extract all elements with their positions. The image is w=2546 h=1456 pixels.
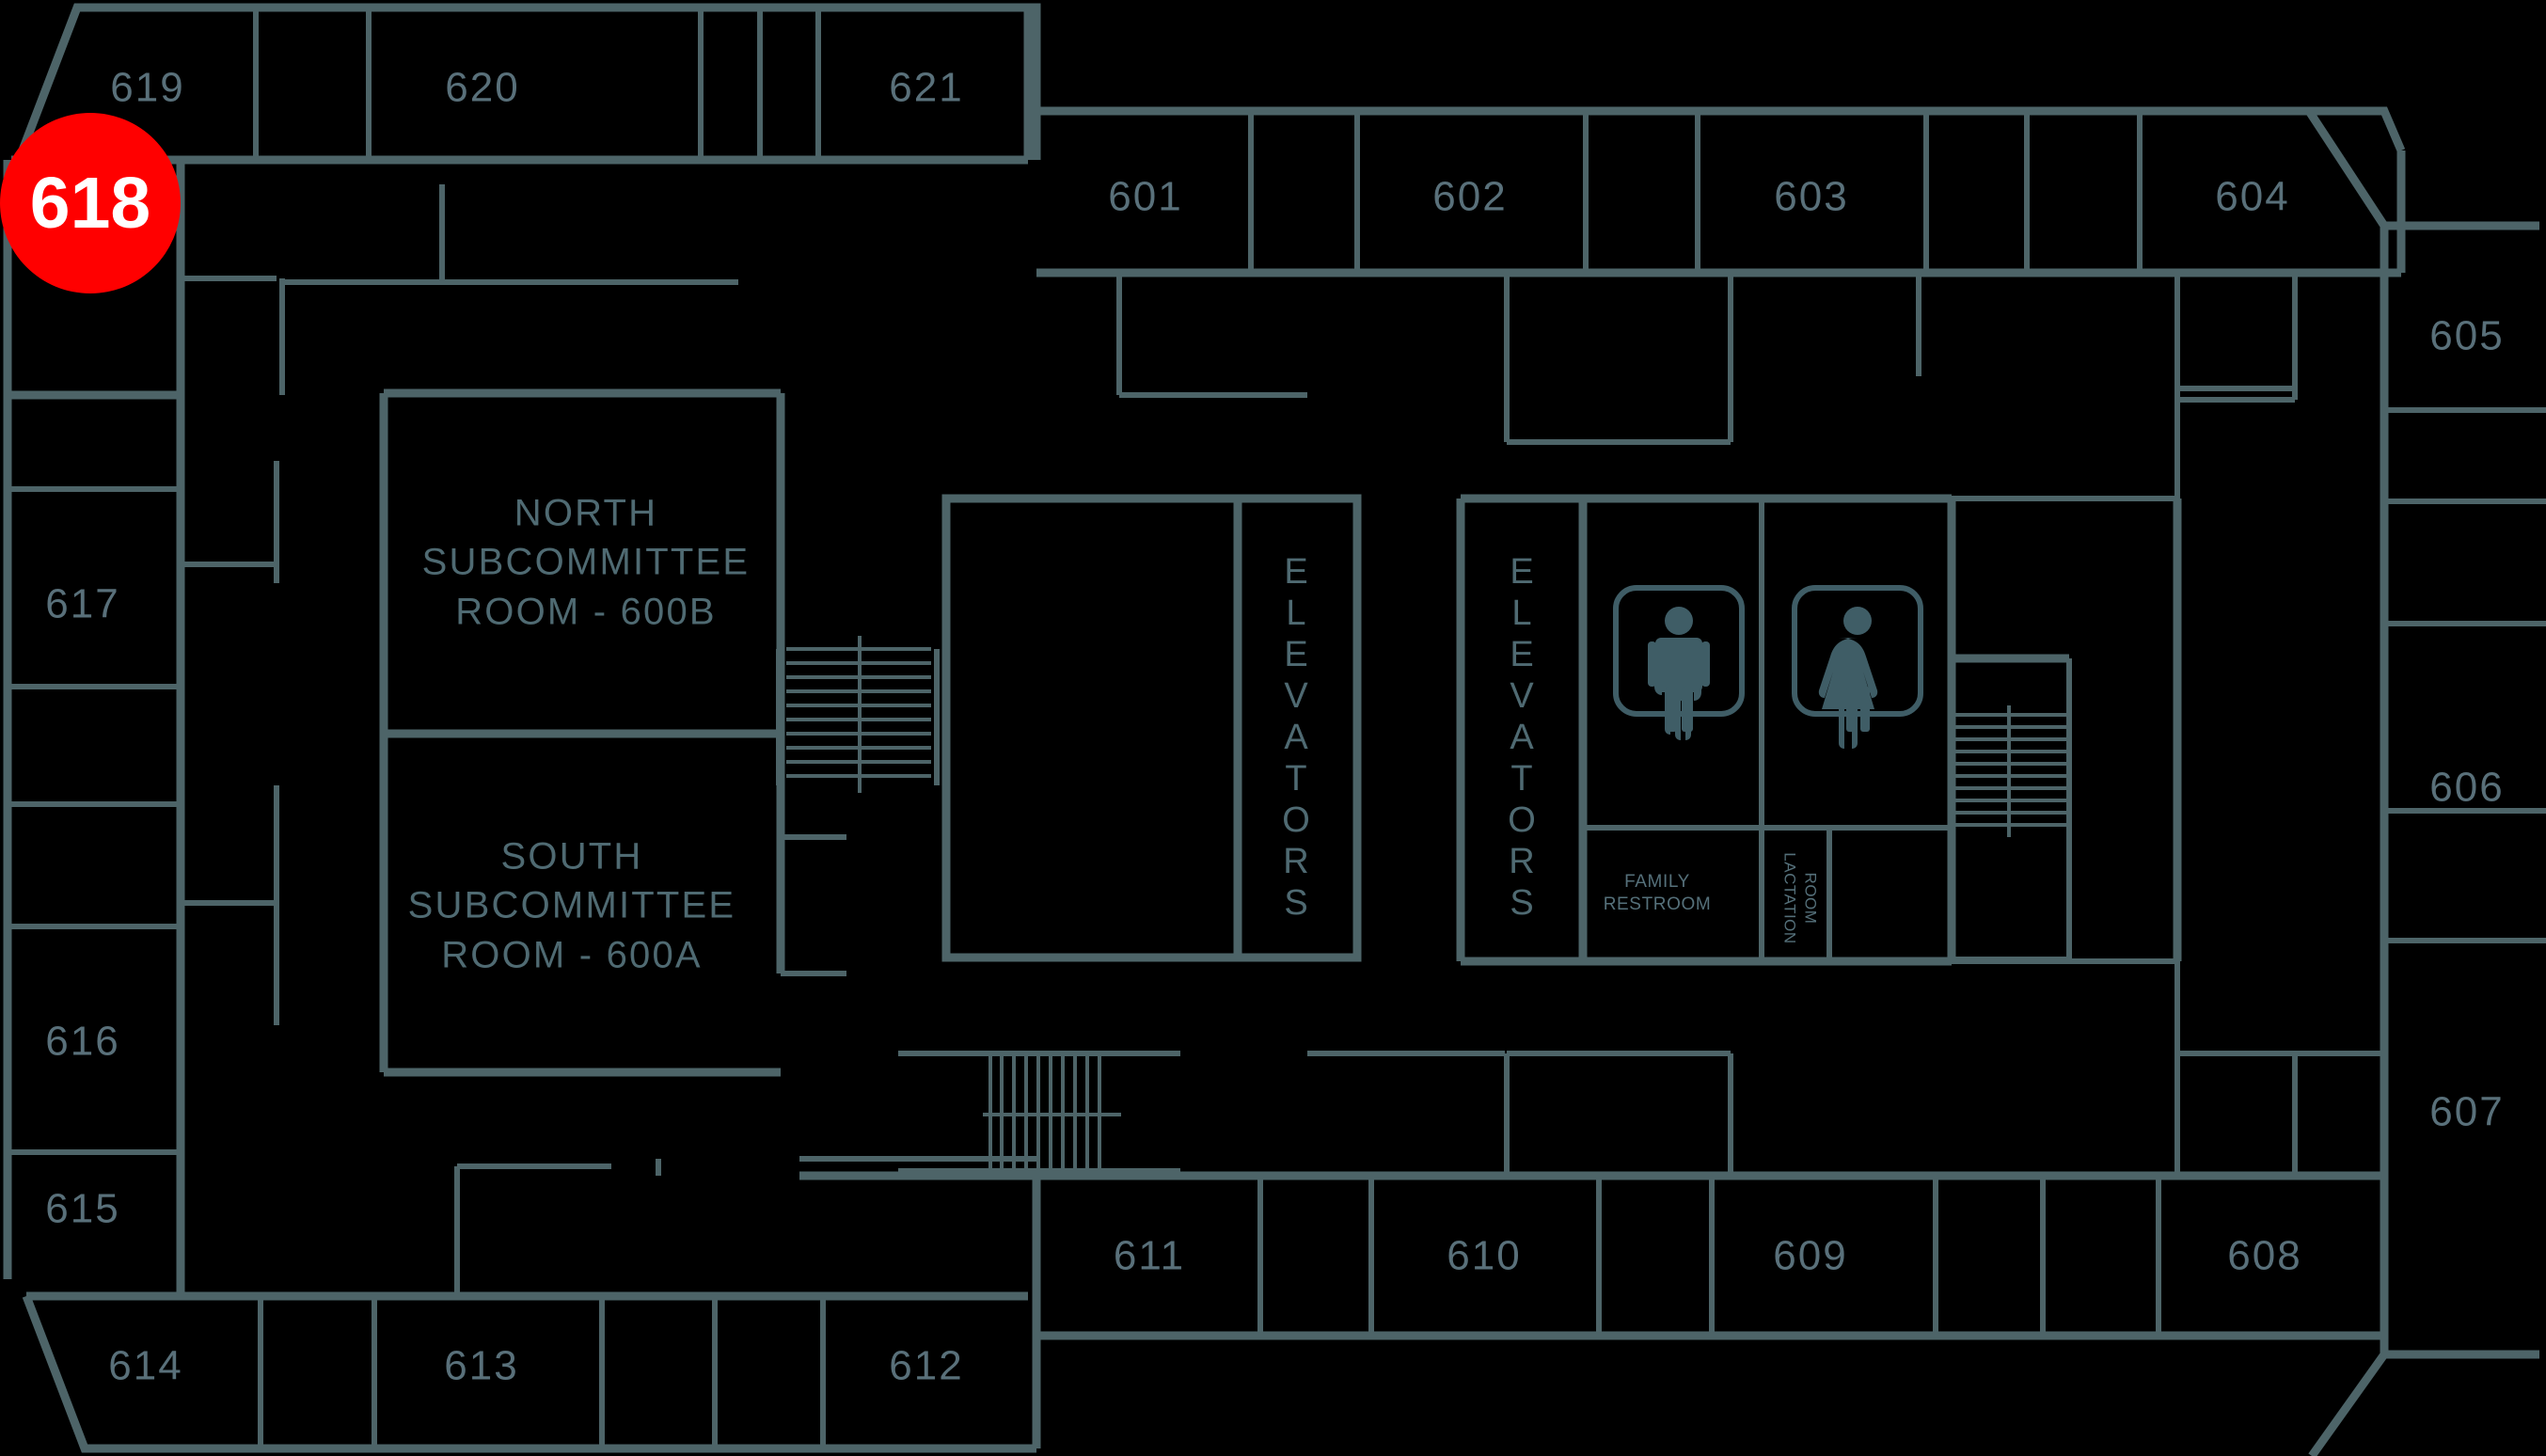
svg-text:E: E <box>1510 635 1533 674</box>
male-restroom-icon <box>1613 585 1745 740</box>
svg-text:R: R <box>1509 842 1534 881</box>
corridor-ring <box>181 184 1036 1296</box>
corridor-stubs-north <box>1116 273 2298 499</box>
family-restroom-label: FAMILY RESTROOM <box>1604 872 1712 914</box>
lactation-room-label: LACTATION ROOM <box>1781 852 1820 943</box>
room-label-603: 603 <box>1774 174 1848 220</box>
room-label-611: 611 <box>1114 1233 1185 1279</box>
svg-text:E: E <box>1510 552 1533 592</box>
location-marker-618[interactable]: 618 <box>0 113 181 293</box>
south-sub-line3: ROOM - 600A <box>441 935 703 976</box>
room-label-621: 621 <box>889 65 963 111</box>
room-label-619: 619 <box>110 65 184 111</box>
family-restroom-line1: FAMILY <box>1624 872 1690 892</box>
svg-text:V: V <box>1284 676 1308 716</box>
svg-text:T: T <box>1285 759 1306 799</box>
central-core <box>941 494 2182 966</box>
corridor-stubs-south <box>1307 961 2298 1176</box>
svg-text:T: T <box>1510 759 1532 799</box>
room-label-620: 620 <box>445 65 519 111</box>
svg-text:L: L <box>1286 593 1305 633</box>
location-marker-label: 618 <box>29 162 151 244</box>
south-subcommittee-label: SOUTH SUBCOMMITTEE ROOM - 600A <box>408 836 736 976</box>
svg-text:E: E <box>1284 635 1307 674</box>
room-label-610: 610 <box>1447 1233 1521 1279</box>
stair-east <box>1948 654 2072 962</box>
north-sub-line3: ROOM - 600B <box>455 592 717 633</box>
room-label-614: 614 <box>108 1343 182 1389</box>
room-label-605: 605 <box>2429 313 2504 359</box>
room-label-612: 612 <box>889 1343 963 1389</box>
family-restroom-line2: RESTROOM <box>1604 894 1712 914</box>
elevators-west-label: E L E V A T O R S <box>1282 552 1310 923</box>
svg-text:L: L <box>1511 593 1531 633</box>
bottom-right-wing <box>1032 1171 2384 1340</box>
room-label-602: 602 <box>1432 174 1507 220</box>
top-right-wing <box>1036 106 2406 277</box>
lactation-line1: LACTATION <box>1781 852 1799 943</box>
misc-partitions <box>178 278 2384 1176</box>
stair-south-center <box>898 1051 1180 1174</box>
stair-north-west <box>776 636 940 793</box>
svg-text:S: S <box>1510 883 1533 923</box>
svg-text:O: O <box>1282 800 1310 840</box>
svg-text:R: R <box>1283 842 1308 881</box>
room-label-617: 617 <box>45 581 119 627</box>
lactation-line2: ROOM <box>1802 873 1820 925</box>
svg-text:V: V <box>1510 676 1534 716</box>
svg-text:O: O <box>1508 800 1536 840</box>
room-label-604: 604 <box>2215 174 2289 220</box>
svg-text:S: S <box>1284 883 1307 923</box>
room-label-608: 608 <box>2227 1233 2301 1279</box>
right-wing <box>2305 108 2546 1456</box>
svg-text:A: A <box>1510 718 1534 757</box>
room-label-601: 601 <box>1108 174 1182 220</box>
north-subcommittee-label: NORTH SUBCOMMITTEE ROOM - 600B <box>422 493 751 633</box>
room-label-615: 615 <box>45 1186 119 1232</box>
svg-text:A: A <box>1284 718 1308 757</box>
room-label-607: 607 <box>2429 1089 2504 1135</box>
female-restroom-icon <box>1792 585 1923 749</box>
room-label-616: 616 <box>45 1019 119 1065</box>
room-label-609: 609 <box>1773 1233 1847 1279</box>
room-number-labels: 619 620 621 601 602 603 604 605 606 607 … <box>45 65 2504 1389</box>
south-sub-line1: SOUTH <box>501 836 643 878</box>
room-label-606: 606 <box>2429 765 2504 811</box>
svg-text:E: E <box>1284 552 1307 592</box>
south-sub-line2: SUBCOMMITTEE <box>408 885 736 926</box>
bottom-left-wing <box>258 1296 1041 1448</box>
north-sub-line1: NORTH <box>514 493 657 534</box>
elevators-east-label: E L E V A T O R S <box>1508 552 1536 923</box>
left-wing <box>8 160 185 1296</box>
room-label-613: 613 <box>444 1343 518 1389</box>
north-sub-line2: SUBCOMMITTEE <box>422 542 751 583</box>
